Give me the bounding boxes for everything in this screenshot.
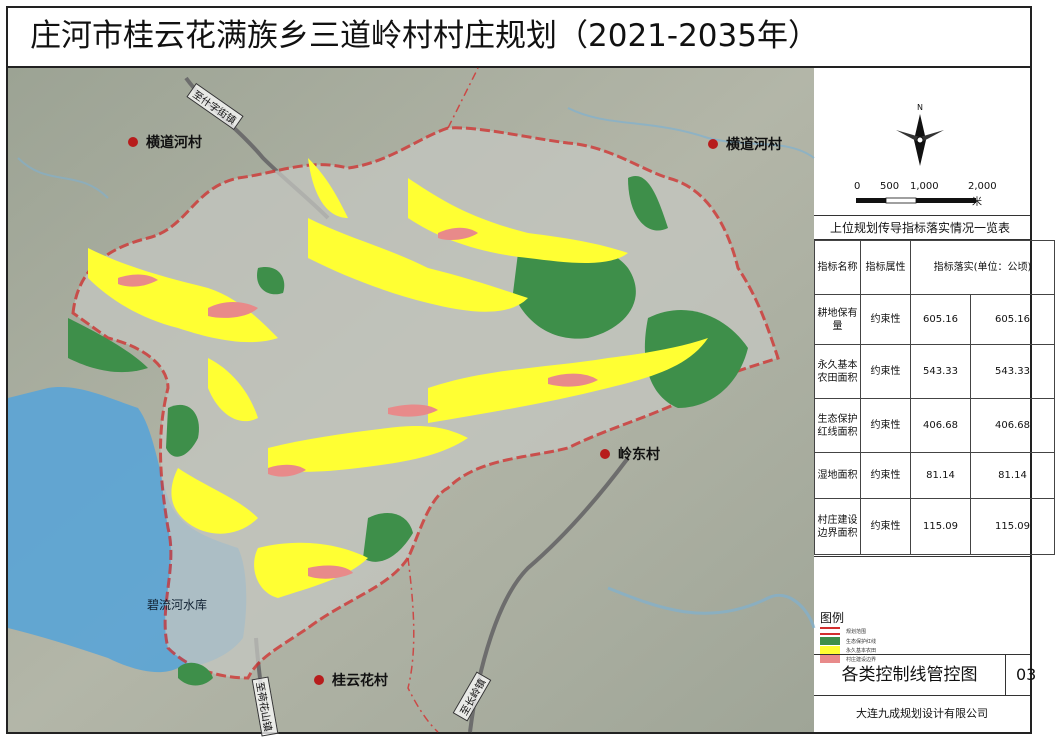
farmland-area (408, 178, 628, 263)
construction-swatch-icon (820, 655, 840, 663)
map-number: 03 (1016, 665, 1037, 684)
scale-label-2000: 2,000 (968, 181, 997, 192)
cell-name: 耕地保有量 (814, 294, 861, 345)
construction-area (118, 274, 158, 287)
ecological-area (513, 244, 636, 339)
cell-name: 湿地面积 (814, 452, 861, 499)
header-indicator-value: 指标落实(单位：公顷) (910, 240, 1055, 295)
cell-name: 生态保护红线面积 (814, 398, 861, 453)
ecological-area (166, 404, 199, 457)
farmland-area (308, 158, 348, 218)
table-row: 永久基本农田面积 约束性 543.33 543.33 (814, 344, 1055, 399)
scale-label-1000: 1,000 (910, 181, 939, 192)
compass-scale-box: N 0 500 1,000 2,000 米 (814, 68, 1030, 216)
cell-attr: 约束性 (860, 452, 911, 499)
construction-area (208, 302, 258, 318)
boundary-swatch-icon (820, 627, 840, 635)
village-label-s: 桂云花村 (314, 670, 388, 690)
legend-title: 图例 (820, 611, 845, 625)
village-label-ne: 横道河村 (708, 134, 782, 154)
cell-value-2: 406.68 (970, 398, 1055, 453)
north-arrow-icon: N (856, 103, 976, 204)
cell-value-2: 543.33 (970, 344, 1055, 399)
ecological-area (628, 176, 668, 231)
legend-item-construction: 村庄建设边界 (820, 655, 876, 663)
scale-label-500: 500 (880, 181, 900, 192)
table-row: 村庄建设边界面积 约束性 115.09 115.09 (814, 498, 1055, 555)
farmland-area (171, 468, 258, 534)
village-marker-icon (314, 675, 324, 685)
cell-value-1: 115.09 (910, 498, 971, 555)
ecological-area (178, 662, 213, 686)
village-label-e: 岭东村 (600, 444, 660, 464)
map-area[interactable]: 横道河村 横道河村 岭东村 桂云花村 碧流河水库 至什字街镇 至长岭镇 至荷花山… (8, 67, 816, 737)
ecological-area (644, 309, 748, 408)
scale-unit: 米 (972, 197, 982, 208)
farmland-swatch-icon (820, 646, 840, 654)
construction-area (268, 464, 306, 477)
north-letter: N (917, 103, 923, 112)
farmland-area (308, 218, 528, 312)
construction-area (388, 404, 438, 417)
drawing-frame: 庄河市桂云花满族乡三道岭村村庄规划（2021-2035年） (6, 6, 1055, 737)
cell-value-1: 605.16 (910, 294, 971, 345)
construction-area (438, 227, 478, 241)
header-indicator-name: 指标名称 (814, 240, 861, 295)
header-indicator-attr: 指标属性 (860, 240, 911, 295)
cell-value-2: 115.09 (970, 498, 1055, 555)
village-label-nw: 横道河村 (128, 132, 202, 152)
farmland-area (268, 426, 468, 472)
cell-name: 永久基本农田面积 (814, 344, 861, 399)
cell-attr: 约束性 (860, 498, 911, 555)
ecological-swatch-icon (820, 637, 840, 645)
farmland-area (208, 358, 258, 422)
legend-item-farmland: 永久基本农田 (820, 646, 876, 654)
title-bar: 庄河市桂云花满族乡三道岭村村庄规划（2021-2035年） (8, 8, 1030, 68)
river-line (17, 157, 109, 199)
table-title: 上位规划传导指标落实情况一览表 (814, 216, 1030, 240)
cell-value-1: 543.33 (910, 344, 971, 399)
ecological-area (363, 513, 413, 562)
village-marker-icon (708, 139, 718, 149)
cell-value-1: 81.14 (910, 452, 971, 499)
cell-name: 村庄建设边界面积 (814, 498, 861, 555)
map-name-box: 各类控制线管控图 03 (814, 654, 1036, 696)
construction-area (548, 373, 598, 387)
ecological-area (68, 318, 148, 373)
cell-attr: 约束性 (860, 398, 911, 453)
cell-value-2: 605.16 (970, 294, 1055, 345)
legend-item-ecological: 生态保护红线 (820, 637, 876, 645)
table-header-row: 指标名称 指标属性 指标落实(单位：公顷) (814, 240, 1055, 295)
map-name: 各类控制线管控图 (814, 655, 1006, 695)
legend-item-boundary: 规划范围 (820, 627, 866, 635)
scale-label-0: 0 (854, 181, 861, 192)
side-panel: N 0 500 1,000 2,000 米 上位规划传导指 (814, 68, 1055, 732)
page-title: 庄河市桂云花满族乡三道岭村村庄规划（2021-2035年） (30, 18, 819, 54)
scale-labels: 0 500 1,000 2,000 米 (814, 181, 1030, 208)
cell-value-2: 81.14 (970, 452, 1055, 499)
ecological-area (257, 267, 285, 295)
table-row: 耕地保有量 约束性 605.16 605.16 (814, 294, 1055, 345)
river-line (567, 107, 815, 159)
table-row: 生态保护红线面积 约束性 406.68 406.68 (814, 398, 1055, 453)
table-row: 湿地面积 约束性 81.14 81.14 (814, 452, 1055, 499)
village-marker-icon (600, 449, 610, 459)
cell-attr: 约束性 (860, 294, 911, 345)
cell-value-1: 406.68 (910, 398, 971, 453)
village-boundary-line (447, 67, 479, 129)
legend: 图例 规划范围 生态保护红线 永久基本农田 村庄建设边界 (814, 556, 1030, 663)
village-boundary-line (407, 557, 439, 733)
cell-attr: 约束性 (860, 344, 911, 399)
construction-area (308, 565, 353, 579)
company-name: 大连九成规划设计有限公司 (856, 707, 988, 720)
reservoir-label: 碧流河水库 (147, 598, 208, 612)
indicator-table: 指标名称 指标属性 指标落实(单位：公顷) 耕地保有量 约束性 605.16 6… (814, 240, 1055, 555)
map-canvas (8, 67, 816, 733)
village-marker-icon (128, 137, 138, 147)
river-line (607, 586, 816, 629)
farmland-area (88, 248, 278, 343)
